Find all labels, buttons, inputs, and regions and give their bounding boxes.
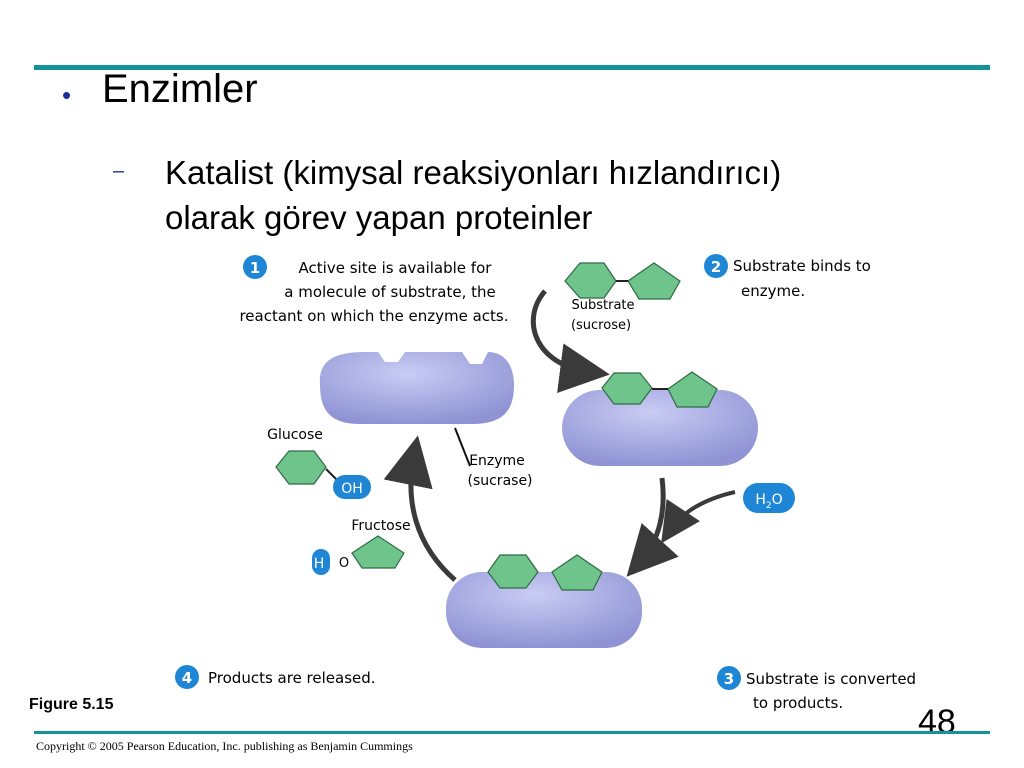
top-divider (34, 65, 990, 70)
product-pentagon (551, 554, 603, 591)
substrate-pentagon-bound (667, 371, 718, 408)
substrate-sucrose (564, 262, 681, 300)
fructose-label: Fructose (351, 518, 410, 534)
product-hexagon (487, 554, 539, 589)
arrow-convert (626, 477, 679, 577)
slide-title: Enzimler (102, 67, 258, 111)
enzyme-sub-label: (sucrase) (467, 473, 532, 489)
o-fragment-label: O (339, 556, 349, 571)
step-4-badge (175, 665, 199, 689)
step-1-text-line-3: reactant on which the enzyme acts. (239, 307, 508, 325)
arrow-bind (530, 289, 610, 393)
bottom-divider (34, 731, 990, 734)
enzyme-substrate-complex (562, 371, 758, 466)
step-1-text-line-2: a molecule of substrate, the (284, 283, 495, 301)
copyright-notice: Copyright © 2005 Pearson Education, Inc.… (36, 739, 413, 753)
arrow-water (661, 490, 736, 544)
step-3-text-line-2: to products. (753, 694, 843, 712)
oh-label: OH (341, 481, 363, 497)
step-2-text-line-2: enzyme. (741, 282, 805, 300)
step-4-number: 4 (182, 669, 192, 687)
bullet-dot: • (62, 80, 72, 110)
enzyme-pointer-line (454, 427, 471, 467)
step-4-text-line-1: Products are released. (208, 669, 376, 687)
substrate-label: Substrate (571, 298, 634, 313)
h-fragment-label: H (314, 556, 325, 572)
slide-number: 48 (918, 703, 956, 741)
sub-bullet-dash: – (113, 160, 125, 182)
fructose-pentagon (351, 535, 405, 569)
figure-label: Figure 5.15 (29, 696, 114, 713)
arrow-release (383, 435, 457, 582)
water-label: H2O (755, 492, 782, 511)
glucose-label: Glucose (267, 427, 323, 443)
water-badge (743, 483, 795, 513)
enzyme-label: Enzyme (469, 453, 525, 469)
step-2-text-line-1: Substrate binds to (733, 257, 871, 275)
glucose-hexagon (275, 450, 327, 485)
step-1-text-line-1: Active site is available for (299, 259, 493, 277)
step-1-badge (243, 255, 267, 279)
step-1-number: 1 (250, 259, 260, 277)
h-fragment-badge (312, 549, 330, 575)
enzyme-empty (319, 352, 514, 424)
enzyme-products-complex (446, 554, 642, 648)
oh-badge (333, 475, 371, 499)
step-3-number: 3 (724, 670, 734, 688)
sub-bullet-text: Katalist (kimysal reaksiyonları hızlandı… (165, 150, 965, 240)
step-2-number: 2 (711, 258, 721, 276)
step-3-text-line-1: Substrate is converted (746, 670, 916, 688)
sub-bullet-line-2: olarak görev yapan proteinler (165, 199, 593, 236)
substrate-sub-label: (sucrose) (571, 318, 631, 333)
step-2-badge (704, 254, 728, 278)
step-3-badge (717, 666, 741, 690)
sub-bullet-line-1: Katalist (kimysal reaksiyonları hızlandı… (165, 154, 782, 191)
